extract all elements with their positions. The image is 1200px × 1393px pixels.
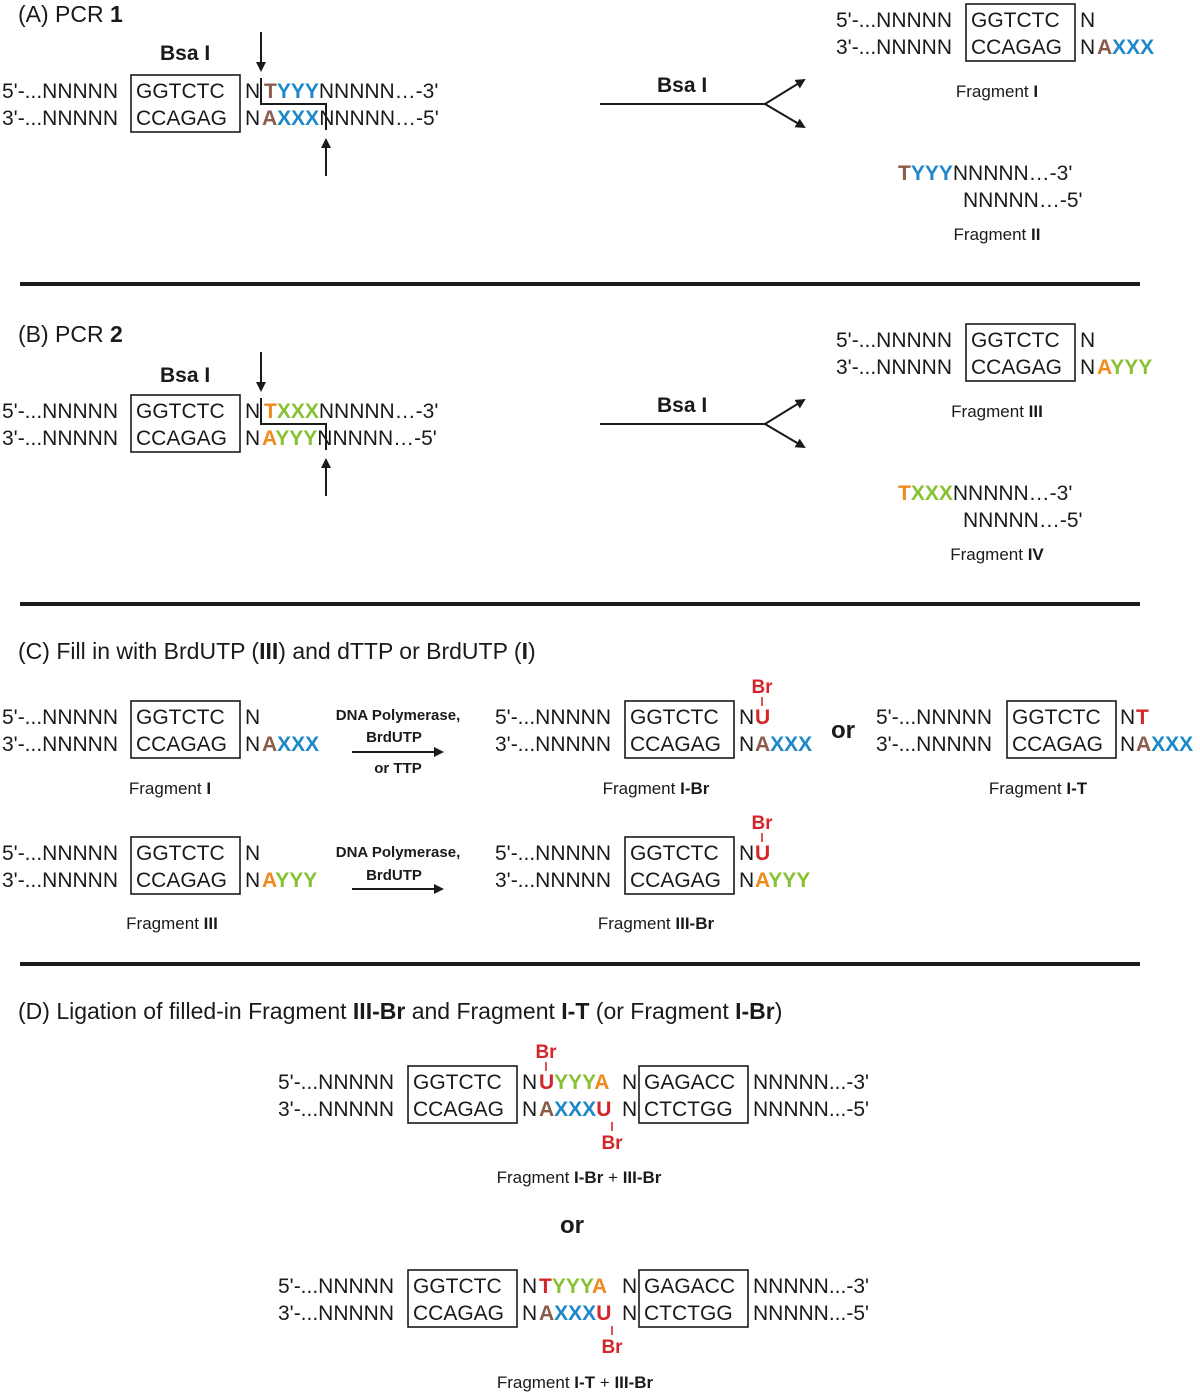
fragment-iv-label: Fragment IV: [950, 545, 1044, 564]
svg-text:Fragment I-T: Fragment I-T: [989, 779, 1088, 798]
bsai-site-label: Bsa I: [160, 42, 210, 65]
fragment-iii-label: Fragment III: [951, 402, 1043, 421]
product-label: Fragment I-Br + III-Br: [497, 1168, 662, 1187]
panel-d: (D) Ligation of filled-in Fragment III-B…: [18, 998, 869, 1392]
svg-text:or TTP: or TTP: [374, 760, 422, 777]
digest-arrow: [600, 78, 806, 129]
bsai-site-label: Bsa I: [160, 364, 210, 387]
panel-c: (C) Fill in with BrdUTP (III) and dTTP o…: [2, 638, 1193, 933]
svg-text:Fragment III-Br: Fragment III-Br: [598, 914, 715, 933]
or-label: or: [831, 717, 855, 744]
svg-text:Fragment III: Fragment III: [126, 914, 218, 933]
fragment-i-label: Fragment I: [956, 82, 1038, 101]
svg-text:TYYYNNNNN…-3': TYYYNNNNN…-3': [898, 162, 1072, 185]
svg-text:BrdUTP: BrdUTP: [366, 867, 422, 884]
product-label: Fragment I-T + III-Br: [497, 1373, 654, 1392]
svg-text:DNA Polymerase,: DNA Polymerase,: [336, 844, 461, 861]
bromo-label: Br: [601, 1133, 623, 1154]
panel-a-title: (A) PCR 1: [18, 1, 123, 27]
bromo-label: Br: [751, 677, 773, 698]
cleavage-path: [260, 78, 327, 130]
svg-text:TXXXNNNNN…-3': TXXXNNNNN…-3': [898, 482, 1072, 505]
recognition-site-box: [130, 74, 241, 133]
polymerase-arrow: DNA Polymerase, BrdUTP: [336, 844, 461, 894]
svg-text:Fragment I-Br: Fragment I-Br: [603, 779, 710, 798]
svg-text:NNNNN…-5': NNNNN…-5': [963, 189, 1083, 212]
bromo-label: Br: [601, 1337, 623, 1358]
panel-d-title: (D) Ligation of filled-in Fragment III-B…: [18, 998, 782, 1024]
bromo-label: Br: [751, 813, 773, 834]
svg-text:BrdUTP: BrdUTP: [366, 729, 422, 746]
polymerase-arrow: DNA Polymerase, BrdUTP or TTP: [336, 707, 461, 777]
digest-label: Bsa I: [657, 74, 707, 97]
svg-text:DNA Polymerase,: DNA Polymerase,: [336, 707, 461, 724]
panel-b-title: (B) PCR 2: [18, 321, 123, 347]
fragment-ii: TYYYNNNNN…-3' NNNNN…-5' Fragment II: [898, 162, 1083, 244]
fragment-iv: TXXXNNNNN…-3' NNNNN…-5' Fragment IV: [898, 482, 1083, 564]
svg-text:Fragment I: Fragment I: [129, 779, 211, 798]
svg-text:NNNNN…-5': NNNNN…-5': [963, 509, 1083, 532]
panel-c-title: (C) Fill in with BrdUTP (III) and dTTP o…: [18, 638, 536, 664]
digest-label: Bsa I: [657, 394, 707, 417]
bromo-label: Br: [535, 1042, 557, 1063]
digest-arrow: [600, 398, 806, 449]
fragment-ii-label: Fragment II: [954, 225, 1041, 244]
or-label: or: [560, 1212, 584, 1239]
recognition-site-box: [130, 394, 241, 453]
cleavage-path: [260, 398, 327, 450]
